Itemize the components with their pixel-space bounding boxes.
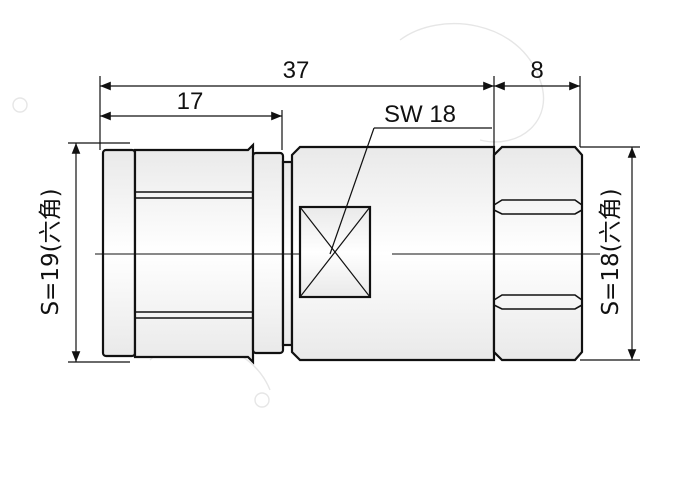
connector-body [101,142,584,365]
label-overall-length: 37 [283,57,310,84]
nut-collar [251,151,285,355]
label-wrench-size: SW 18 [384,101,456,128]
front-plate [101,148,137,358]
label-nut-length: 17 [177,88,204,115]
label-front-hex: S=19(六角) [38,188,64,315]
label-rear-hex: S=18(六角) [598,188,624,315]
label-rear-length: 8 [530,57,543,84]
dimension-lines [68,76,640,363]
